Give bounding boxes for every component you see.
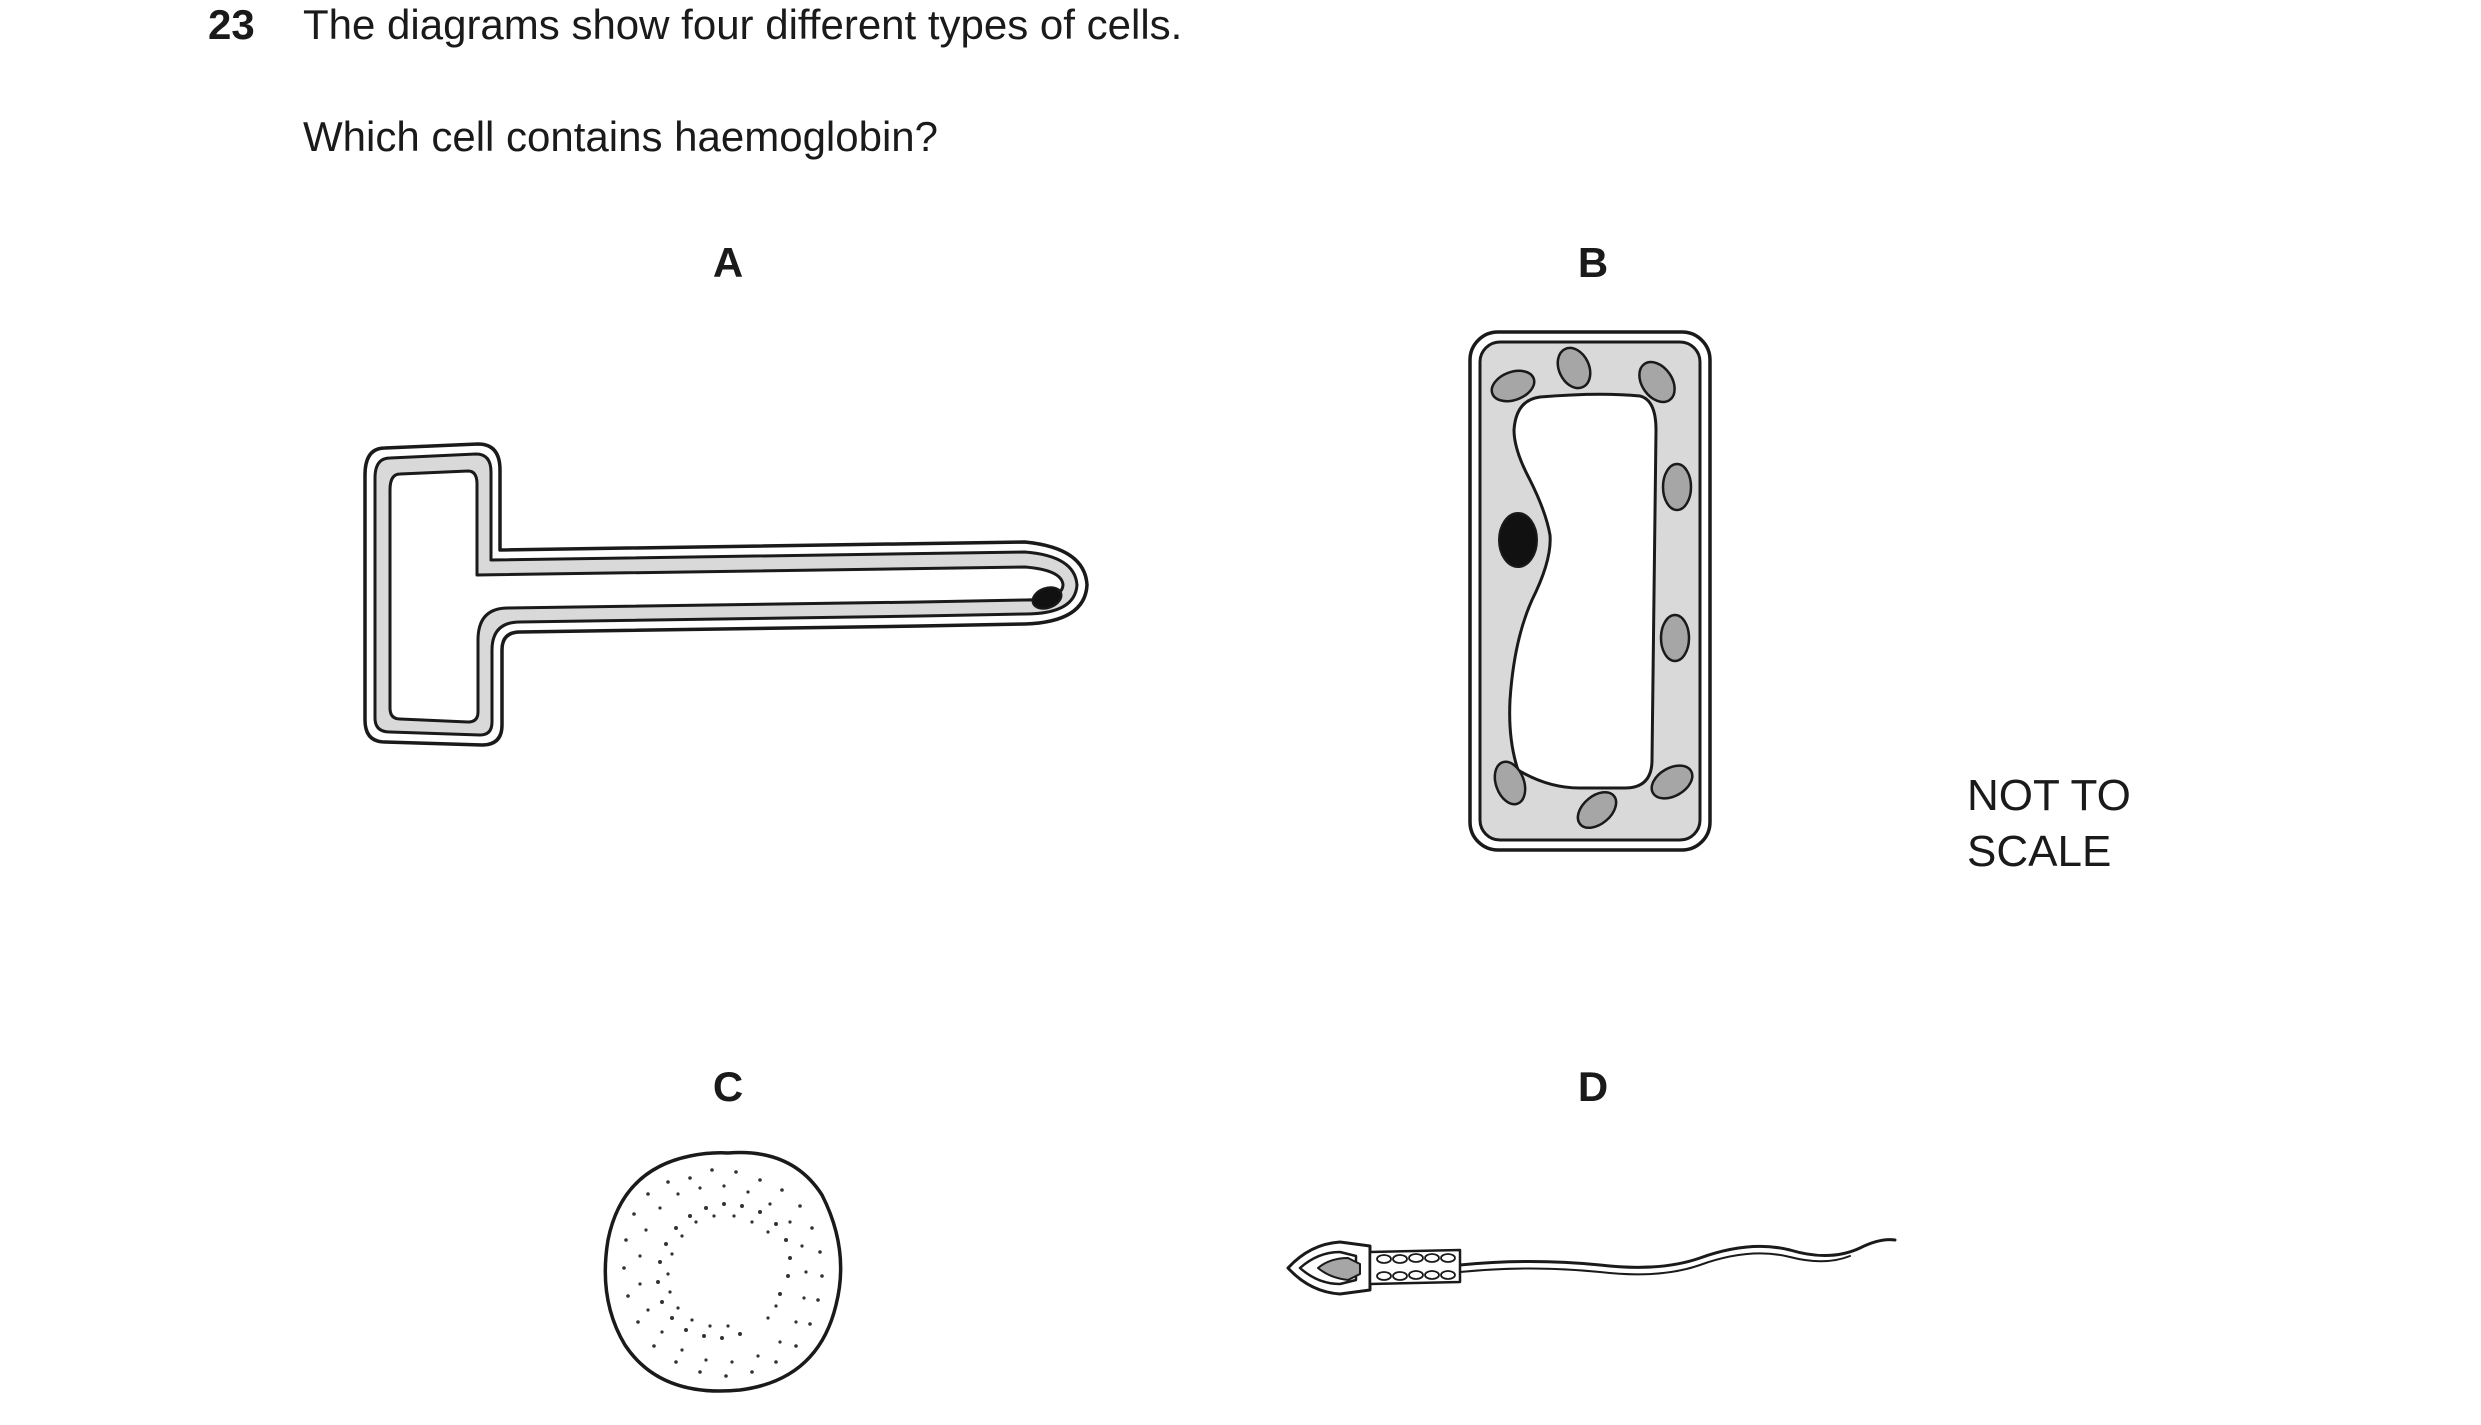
scale-note-line-2: SCALE	[1967, 827, 2112, 876]
cell-d-nucleus	[1317, 1257, 1361, 1281]
cell-c-membrane	[603, 1150, 843, 1393]
cell-d-mitochondria	[1376, 1253, 1456, 1281]
chloroplast	[1638, 360, 1676, 404]
chloroplast	[1493, 760, 1527, 806]
cell-b-nucleus	[1498, 512, 1538, 568]
chloroplast	[1661, 462, 1693, 512]
cell-a-nucleus	[1031, 586, 1063, 610]
cell-a-membrane	[388, 469, 1065, 724]
option-label-a: A	[712, 239, 744, 286]
cell-c-stipple	[622, 1168, 824, 1378]
chloroplast	[1650, 764, 1694, 800]
option-label-b: B	[1577, 239, 1609, 286]
chloroplast	[1490, 369, 1536, 403]
option-label-d: D	[1577, 1063, 1609, 1110]
cell-b-palisade	[1468, 330, 1712, 852]
cell-a-root-hair	[363, 442, 1089, 747]
cell-d-tail	[1458, 1238, 1897, 1269]
chloroplast	[1659, 613, 1691, 663]
chloroplast	[1576, 791, 1618, 829]
chloroplast	[1556, 346, 1592, 390]
cell-d-sperm	[1286, 1238, 1897, 1296]
question-number: 23	[208, 1, 255, 48]
question-prompt: Which cell contains haemoglobin?	[303, 113, 939, 160]
cell-c-red-blood-cell	[603, 1150, 843, 1393]
scale-note-line-1: NOT TO	[1967, 771, 2131, 820]
question-stem: The diagrams show four different types o…	[303, 1, 1183, 48]
option-label-c: C	[712, 1063, 744, 1110]
cell-d-tail-inner	[1459, 1252, 1851, 1276]
not-to-scale-note: NOT TO SCALE	[1967, 768, 2131, 880]
cell-b-vacuole	[1508, 392, 1658, 790]
